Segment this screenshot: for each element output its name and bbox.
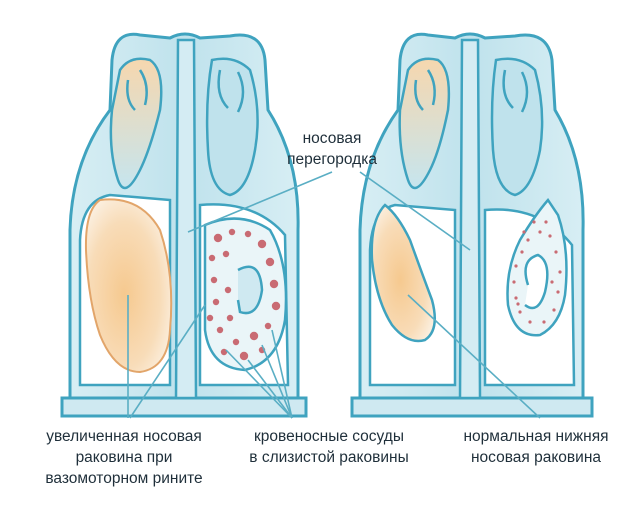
blood-vessel-dot (239, 351, 249, 361)
right-upper-cell-a (398, 57, 451, 190)
enlarged-label-line3: вазомоторном рините (45, 470, 203, 487)
blood-vessel-dot (226, 314, 234, 322)
fine-vessel-dot (558, 270, 562, 274)
leader-enlarged-b (129, 304, 206, 419)
blood-vessel-dot (213, 233, 223, 243)
blood-vessel-dot (257, 239, 267, 249)
leader-vessels-3 (261, 344, 293, 419)
leader-lines (127, 171, 541, 419)
blood-vessel-dot (232, 338, 240, 346)
blood-vessel-dot (206, 314, 214, 322)
leader-septum-right (359, 171, 471, 251)
left-nasal-cavity (60, 32, 308, 418)
blood-vessel-dot (212, 298, 220, 306)
fine-vessel-dot (518, 310, 522, 314)
fine-vessel-dot (554, 250, 558, 254)
fine-vessel-dot (548, 234, 552, 238)
left-upper-loop-1 (126, 69, 148, 111)
fine-vessel-dot (522, 230, 526, 234)
vessels-label: кровеносные сосуды в слизистой раковины (236, 426, 422, 468)
fine-vessel-dots (512, 220, 562, 324)
left-enlarged-turbinate (84, 198, 173, 374)
fine-vessel-dot (520, 250, 524, 254)
left-upper-cell-a (109, 57, 163, 190)
fine-vessel-dot (512, 280, 516, 284)
fine-vessel-dot (528, 320, 532, 324)
fine-vessel-dot (542, 320, 546, 324)
blood-vessel-dot (228, 228, 236, 236)
leader-normal (407, 294, 541, 419)
blood-vessel-dot (210, 276, 218, 284)
vessels-label-line1: кровеносные сосуды (254, 428, 404, 445)
blood-vessel-dot (208, 254, 216, 262)
blood-vessel-dot (265, 257, 275, 267)
fine-vessel-dot (526, 238, 530, 242)
blood-vessel-dot (271, 301, 281, 311)
normal-label-line1: нормальная нижняя (463, 428, 609, 445)
leader-vessels-1 (225, 349, 293, 419)
right-cavity-floor (350, 396, 594, 418)
blood-vessel-dot (244, 230, 252, 238)
blood-vessel-dot (216, 326, 224, 334)
fine-vessel-dot (538, 230, 542, 234)
right-nasal-cavity (350, 32, 594, 418)
enlarged-label-line1: увеличенная носовая (46, 428, 202, 445)
right-upper-loop-1 (414, 69, 436, 111)
normal-turbinate-label: нормальная нижняя носовая раковина (448, 426, 624, 468)
septum-label: носовая перегородка (276, 128, 388, 170)
blood-vessel-dot (222, 250, 230, 258)
fine-vessel-dot (532, 220, 536, 224)
fine-vessel-dot (514, 264, 518, 268)
fine-vessel-dot (516, 302, 520, 306)
vessel-dots (206, 228, 281, 361)
fine-vessel-dot (514, 296, 518, 300)
fine-vessel-dot (550, 280, 554, 284)
blood-vessel-dot (220, 348, 228, 356)
leader-septum-left (187, 171, 333, 233)
blood-vessel-dot (249, 331, 259, 341)
blood-vessel-dot (224, 286, 232, 294)
fine-vessel-dot (556, 290, 560, 294)
right-upper-loop-2 (502, 69, 529, 113)
right-nasal-septum (458, 38, 482, 400)
septum-label-line1: носовая (302, 130, 362, 147)
leader-vessels-2 (247, 359, 293, 419)
left-nasal-septum (174, 38, 198, 400)
fine-vessel-dot (552, 308, 556, 312)
right-normal-turbinate-hook (524, 253, 549, 310)
blood-vessel-dot (269, 279, 279, 289)
normal-label-line2: носовая раковина (471, 449, 601, 466)
septum-label-line2: перегородка (287, 151, 377, 168)
leader-vessels-4 (271, 329, 293, 419)
left-upper-loop-2 (217, 69, 245, 113)
blood-vessel-dot (264, 322, 272, 330)
vessels-label-line2: в слизистой раковины (249, 449, 409, 466)
enlarged-turbinate-label: увеличенная носовая раковина при вазомот… (22, 426, 226, 489)
left-cavity-floor (60, 396, 308, 418)
right-normal-turbinate-left (370, 203, 437, 343)
enlarged-label-line2: раковина при (75, 449, 173, 466)
left-vessel-turbinate-hook (236, 265, 264, 315)
fine-vessel-dot (544, 220, 548, 224)
